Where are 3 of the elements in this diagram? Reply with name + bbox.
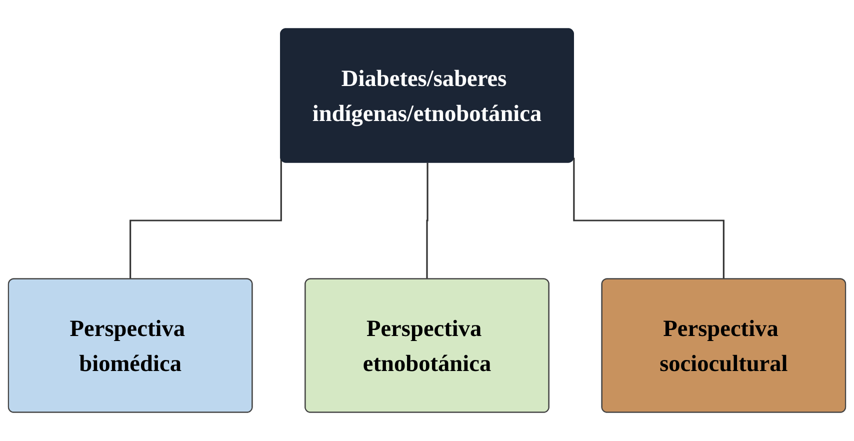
connector [573,158,725,280]
connector [130,158,282,280]
connector [426,162,428,280]
